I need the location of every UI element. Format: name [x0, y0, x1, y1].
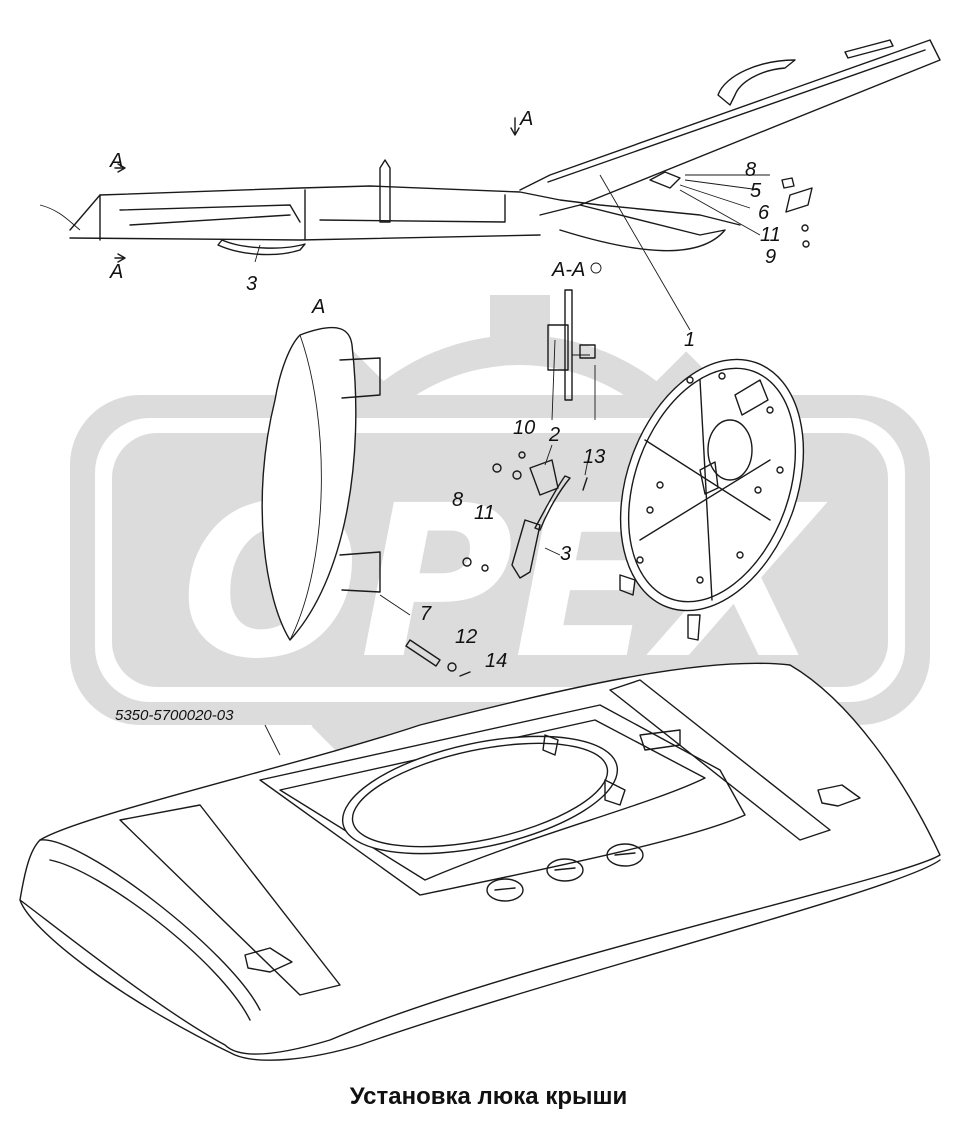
callout: 8: [745, 159, 756, 181]
callout: 1: [684, 329, 695, 351]
section-label: A-A: [551, 259, 585, 281]
side-view: [39, 39, 941, 331]
callout: 6: [758, 202, 770, 224]
section-marks: A A A A A-A: [109, 108, 602, 318]
callout: 2: [548, 424, 560, 446]
exploded-view: [261, 289, 805, 677]
callout: 7: [420, 603, 432, 625]
section-arrow-label-top: A: [519, 108, 533, 130]
callout: 12: [455, 626, 477, 648]
callout: 3: [560, 543, 571, 565]
section-arrow-label-left-upper: A: [109, 150, 123, 172]
callout: 9: [765, 246, 776, 268]
callout-numbers: 1 2 3 3 5 6 7 8 8 9 10 11 11 12 13 14: [246, 159, 781, 672]
section-arrow-label-left-lower: A: [109, 261, 123, 283]
callout: 8: [452, 489, 463, 511]
section-circle-icon: [590, 262, 602, 274]
view-label: A: [311, 296, 325, 318]
callout: 5: [750, 180, 762, 202]
diagram-caption: Установка люка крыши: [349, 1083, 628, 1110]
callout: 11: [760, 224, 781, 246]
callout: 11: [474, 502, 495, 524]
callout: 13: [583, 446, 605, 468]
roof-panel: [19, 662, 941, 1061]
assembly-part-number: 5350-5700020-03: [115, 707, 234, 724]
callout: 3: [246, 273, 257, 295]
callout: 14: [485, 650, 507, 672]
callout: 10: [513, 417, 535, 439]
